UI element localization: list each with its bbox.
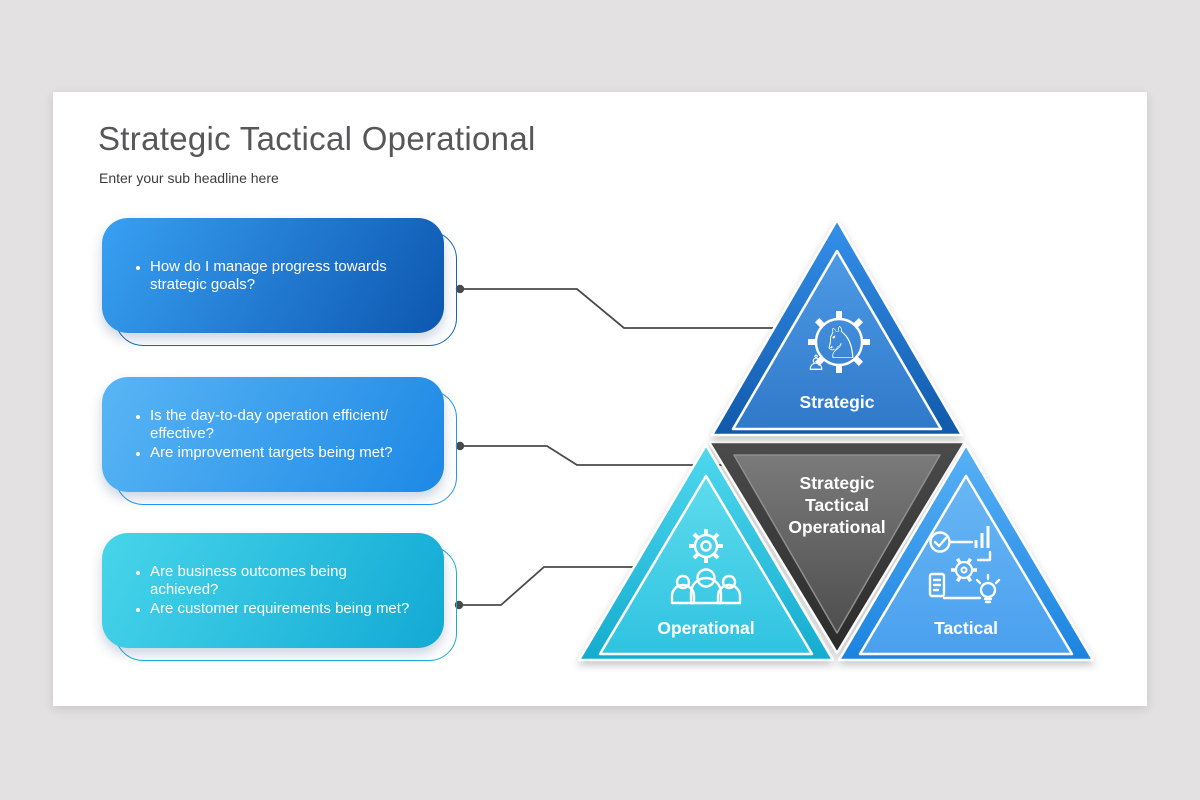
center-label-line2: Tactical	[805, 495, 869, 515]
callout-bullet: Are improvement targets being met?	[150, 444, 412, 462]
chess-strategy-icon: ♘ ♙	[807, 311, 870, 375]
process-flow-icon	[928, 526, 1001, 604]
callout-bullet-list: Is the day-to-day operation efficient/ e…	[128, 406, 412, 463]
connector-dot	[455, 441, 465, 451]
callout-bullet-list: Are business outcomes being achieved? Ar…	[128, 562, 412, 619]
center-label-line1: Strategic	[800, 473, 875, 493]
pyramid-strategic-triangle: ♘ ♙ Strategic	[710, 218, 964, 437]
callout-body: How do I manage progress towards strateg…	[102, 218, 444, 333]
callout-bullet: How do I manage progress towards strateg…	[150, 258, 412, 294]
callout-operational-questions: Is the day-to-day operation efficient/ e…	[102, 377, 457, 505]
slide-subtitle: Enter your sub headline here	[99, 170, 279, 186]
pyramid-operational-triangle: Operational	[577, 443, 835, 662]
slide-title: Strategic Tactical Operational	[98, 120, 536, 157]
pyramid-tactical-triangle: Tactical	[837, 443, 1095, 662]
pyramid-center-triangle: Strategic Tactical Operational	[707, 440, 967, 655]
knight-glyph: ♘	[821, 318, 860, 369]
operational-label: Operational	[657, 618, 754, 638]
callout-bullet: Are customer requirements being met?	[150, 600, 412, 618]
tactical-label: Tactical	[934, 618, 998, 638]
slide-canvas: Strategic Tactical Operational Enter you…	[53, 92, 1147, 706]
callout-bullet: Is the day-to-day operation efficient/ e…	[150, 407, 412, 443]
callout-tactical-questions: Are business outcomes being achieved? Ar…	[102, 533, 457, 661]
callout-body: Is the day-to-day operation efficient/ e…	[102, 377, 444, 492]
center-label-line3: Operational	[788, 517, 885, 537]
callout-body: Are business outcomes being achieved? Ar…	[102, 533, 444, 648]
strategic-label: Strategic	[800, 392, 875, 412]
callout-strategic-questions: How do I manage progress towards strateg…	[102, 218, 457, 346]
connector-dot	[455, 284, 465, 294]
callout-bullet-list: How do I manage progress towards strateg…	[128, 257, 412, 295]
callout-bullet: Are business outcomes being achieved?	[150, 563, 412, 599]
pawn-glyph: ♙	[807, 351, 826, 375]
team-gear-icon	[670, 529, 742, 605]
